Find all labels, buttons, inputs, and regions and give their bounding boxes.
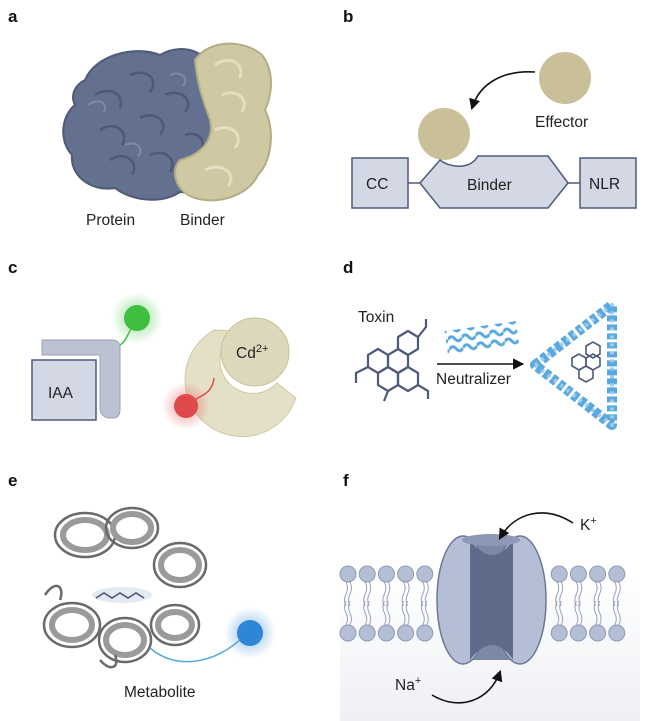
cd-ion: [220, 317, 290, 387]
nlr-label: NLR: [589, 176, 620, 193]
lipid-head: [339, 624, 357, 642]
neutralizer-label: Neutralizer: [436, 371, 511, 388]
cc-label: CC: [366, 176, 388, 193]
panel-f: f K+ Na+: [339, 471, 640, 721]
iaa-box: [31, 359, 97, 421]
lipid-head: [358, 624, 376, 642]
lipid-tail: [344, 581, 352, 626]
lipid-tail: [593, 581, 602, 626]
panel-b: b Effector CC Binder NLR: [343, 7, 637, 209]
lipid-head: [589, 565, 607, 583]
effector-arrow: [469, 71, 536, 111]
lipid-tail: [555, 581, 564, 626]
neutralizer-ribbon: [444, 321, 520, 355]
lipid-head: [550, 565, 568, 583]
effector-circle-free: [539, 52, 591, 104]
panel-d-letter: d: [343, 258, 353, 277]
panel-d: d Toxin Neutralizer: [343, 258, 617, 430]
lipid-head: [397, 565, 415, 583]
panel-a-letter: a: [8, 7, 18, 26]
cd-label: Cd2+: [236, 343, 268, 362]
lipid-tail: [401, 581, 410, 626]
lipid-head: [589, 624, 607, 642]
na-label: Na+: [395, 675, 421, 694]
binder-shape: [174, 42, 272, 202]
lipid-head: [416, 624, 434, 642]
panel-e-letter: e: [8, 471, 17, 490]
lipid-head: [608, 565, 626, 583]
binder-label-a: Binder: [180, 212, 225, 229]
panel-f-letter: f: [343, 471, 349, 490]
lipid-tail: [363, 581, 372, 626]
lipid-tail: [420, 581, 429, 626]
toxin-molecule: [354, 319, 430, 402]
panel-b-letter: b: [343, 7, 353, 26]
k-label: K+: [580, 515, 597, 534]
lipid-head: [397, 624, 415, 642]
binder-domain: [419, 155, 569, 209]
na-arrow: [431, 669, 503, 704]
red-fluorophore: [174, 394, 198, 418]
lipid-head: [569, 565, 587, 583]
panel-a: a Protein Binder: [8, 7, 272, 229]
panel-e: e Metabolite: [8, 471, 276, 701]
lipid-head: [569, 624, 587, 642]
lipid-tail: [574, 581, 583, 626]
panel-c-letter: c: [8, 258, 17, 277]
effector-circle-docked: [418, 108, 470, 160]
cd-binder-arc: [184, 329, 297, 438]
lipid-head: [339, 565, 357, 583]
toxin-label: Toxin: [358, 309, 394, 326]
blue-fluorophore: [237, 620, 263, 646]
protein-label: Protein: [86, 212, 135, 229]
lipid-tail: [612, 581, 621, 626]
cc-box: [351, 157, 409, 209]
green-fluorophore: [124, 305, 150, 331]
lipid-head: [358, 565, 376, 583]
neutralized-complex: [530, 300, 617, 430]
lipid-tail: [382, 581, 391, 626]
iaa-binder: [41, 339, 121, 419]
iaa-label: IAA: [48, 385, 74, 402]
lipid-head: [550, 624, 568, 642]
metabolite-label: Metabolite: [124, 684, 196, 701]
lipid-head: [608, 624, 626, 642]
k-arrow: [498, 512, 574, 540]
lipid-head: [416, 565, 434, 583]
ion-channel: [436, 534, 547, 665]
metabolite-ligand: [92, 587, 152, 603]
lipid-bilayer: [339, 565, 626, 642]
panel-c: c IAA Cd2+: [8, 258, 297, 438]
effector-label: Effector: [535, 114, 588, 131]
lipid-head: [377, 624, 395, 642]
binder-label-b: Binder: [467, 177, 512, 194]
helix-bundle: [42, 506, 208, 669]
nlr-box: [579, 157, 637, 209]
lipid-head: [377, 565, 395, 583]
